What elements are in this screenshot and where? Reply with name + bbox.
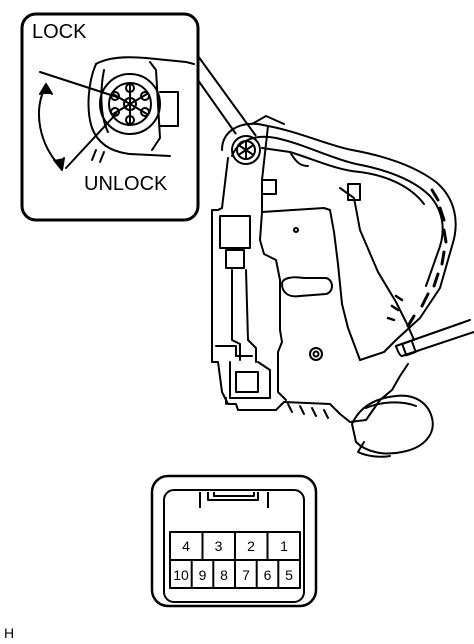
pin-3: 3 — [215, 538, 223, 554]
lock-label: LOCK — [32, 21, 87, 43]
door-lock-assembly — [211, 115, 474, 458]
pin-10: 10 — [173, 567, 189, 583]
connector-terminal-grid — [190, 532, 280, 588]
figure-code-label: H — [4, 625, 14, 641]
pin-5: 5 — [285, 567, 293, 583]
detail-view — [38, 56, 195, 171]
pin-4: 4 — [182, 538, 190, 554]
connector-pin-labels: 4 3 2 1 10 9 8 7 6 5 — [173, 538, 293, 583]
unlock-label: UNLOCK — [84, 173, 168, 195]
pin-8: 8 — [220, 567, 228, 583]
pin-2: 2 — [247, 538, 255, 554]
pin-1: 1 — [280, 538, 288, 554]
pin-7: 7 — [242, 567, 250, 583]
pin-6: 6 — [264, 567, 272, 583]
pin-9: 9 — [199, 567, 207, 583]
